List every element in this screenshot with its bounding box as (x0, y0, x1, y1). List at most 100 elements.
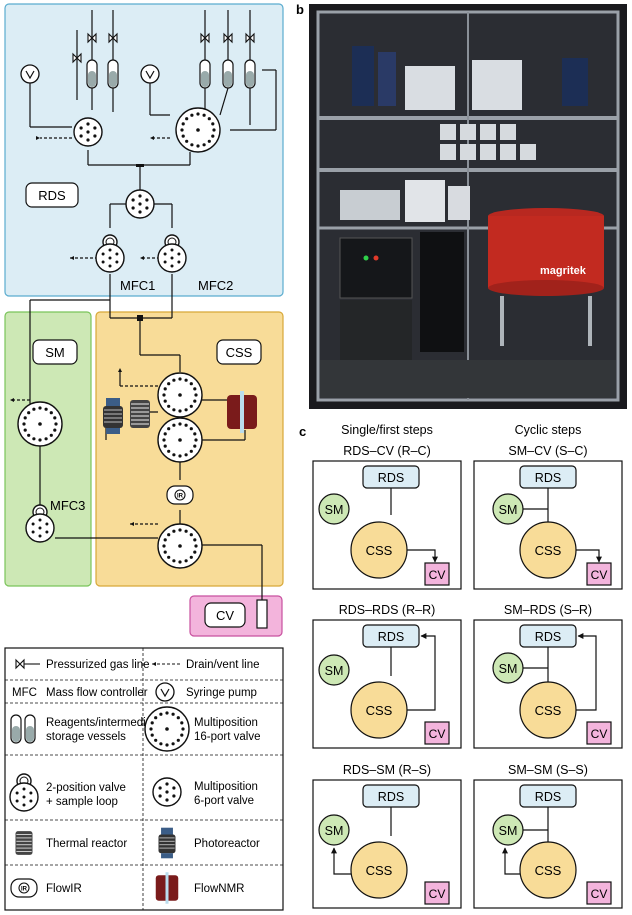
storage-vessel-icon (244, 59, 256, 89)
storage-vessel-icon (24, 714, 36, 744)
box-css: CSS (366, 703, 393, 718)
mfc3-label: MFC3 (50, 498, 85, 513)
16-port-valve-icon (157, 372, 203, 418)
box-sm: SM (499, 824, 518, 838)
box-rds: RDS (378, 630, 404, 644)
step-title-sr: SM–RDS (S–R) (504, 603, 592, 617)
legend-thermal: Thermal reactor (46, 838, 127, 850)
storage-vessel-icon (199, 59, 211, 89)
flowir-icon (166, 485, 194, 505)
rds-region (4, 3, 284, 297)
box-sm: SM (325, 503, 344, 517)
syringe-pump-icon (20, 64, 40, 84)
legend-6port-line2: 6-port valve (194, 795, 254, 807)
thermal-reactor-icon (14, 830, 34, 856)
legend-flowir: FlowIR (46, 883, 82, 895)
panel-label-c: c (299, 424, 306, 439)
step-sm-cv: SM–CV (S–C) RDS SM CSS CV (473, 444, 623, 590)
step-sm-rds: SM–RDS (S–R) RDS SM CSS CV (473, 603, 623, 749)
legend-flownmr: FlowNMR (194, 883, 244, 895)
magritek-brand: magritek (540, 265, 587, 277)
photoreactor-icon (102, 397, 124, 435)
legend: Pressurized gas line Drain/vent line MFC… (4, 647, 284, 911)
16-port-valve-icon (17, 401, 63, 447)
step-title-rs: RDS–SM (R–S) (343, 763, 431, 777)
box-css: CSS (366, 863, 393, 878)
css-label: CSS (226, 345, 253, 360)
legend-16port-line1: Multiposition (194, 717, 258, 729)
legend-mfc-abbr: MFC (12, 687, 37, 699)
6-port-valve-icon (125, 189, 155, 219)
legend-2pos-line2: + sample loop (46, 796, 118, 808)
box-rds: RDS (535, 471, 561, 485)
cv-label: CV (216, 608, 234, 623)
legend-16port-line2: 16-port valve (194, 731, 260, 743)
step-title-rr: RDS–RDS (R–R) (339, 603, 436, 617)
step-sm-sm: SM–SM (S–S) RDS SM CSS CV (473, 763, 623, 909)
box-rds: RDS (535, 790, 561, 804)
box-css: CSS (535, 863, 562, 878)
syringe-pump-icon (155, 682, 175, 702)
box-cv: CV (591, 887, 608, 901)
cv-vial-icon (256, 599, 268, 629)
box-sm: SM (325, 824, 344, 838)
16-port-valve-icon (157, 417, 203, 463)
flowir-icon (10, 878, 38, 898)
rds-label: RDS (38, 188, 66, 203)
panel-label-b: b (296, 2, 304, 17)
step-rds-rds: RDS–RDS (R–R) RDS SM CSS CV (312, 603, 462, 749)
platform-photo: magritek (309, 4, 627, 409)
sm-region (4, 311, 92, 587)
box-rds: RDS (378, 471, 404, 485)
step-title-rc: RDS–CV (R–C) (343, 444, 431, 458)
legend-photo: Photoreactor (194, 838, 260, 850)
photoreactor-icon (158, 827, 176, 859)
16-port-valve-icon (144, 706, 190, 752)
cv-label-box (204, 602, 246, 628)
box-css: CSS (366, 543, 393, 558)
storage-vessel-icon (107, 59, 119, 89)
flownmr-icon (155, 872, 179, 904)
sm-label: SM (45, 345, 65, 360)
legend-reagents-line2: storage vessels (46, 731, 126, 743)
6-port-valve-icon (73, 117, 103, 147)
storage-vessel-icon (86, 59, 98, 89)
css-label-box (216, 339, 262, 365)
mfc2-label: MFC2 (198, 278, 233, 293)
rds-right-manifold (139, 10, 277, 190)
flownmr-icon (227, 391, 257, 433)
box-cv: CV (429, 568, 446, 582)
sm-label-box (32, 339, 78, 365)
step-rds-cv: RDS–CV (R–C) RDS SM CSS CV (312, 444, 462, 590)
thermal-reactor-icon (129, 399, 151, 429)
rds-mfc-lines (10, 203, 173, 420)
storage-vessel-icon (10, 714, 22, 744)
box-css: CSS (535, 703, 562, 718)
col1-header: Single/first steps (341, 423, 433, 437)
box-sm: SM (499, 662, 518, 676)
legend-reagents-line1: Reagents/intermediate (46, 717, 162, 729)
box-sm: SM (325, 664, 344, 678)
box-cv: CV (429, 727, 446, 741)
box-rds: RDS (378, 790, 404, 804)
col2-header: Cyclic steps (515, 423, 582, 437)
storage-vessel-icon (222, 59, 234, 89)
box-css: CSS (535, 543, 562, 558)
rds-label-box (25, 182, 79, 208)
box-cv: CV (591, 568, 608, 582)
rds-left-manifold (29, 10, 140, 166)
mfc1-label: MFC1 (120, 278, 155, 293)
16-port-valve-icon (157, 523, 203, 569)
16-port-valve-icon (175, 107, 221, 153)
box-rds: RDS (535, 630, 561, 644)
legend-syringe: Syringe pump (186, 687, 257, 699)
legend-mfc-desc: Mass flow controller (46, 687, 148, 699)
legend-2pos-line1: 2-position valve (46, 782, 126, 794)
legend-6port-line1: Multiposition (194, 781, 258, 793)
step-title-sc: SM–CV (S–C) (508, 444, 587, 458)
step-title-ss: SM–SM (S–S) (508, 763, 588, 777)
box-cv: CV (429, 887, 446, 901)
legend-drain-line: Drain/vent line (186, 659, 260, 671)
box-cv: CV (591, 727, 608, 741)
